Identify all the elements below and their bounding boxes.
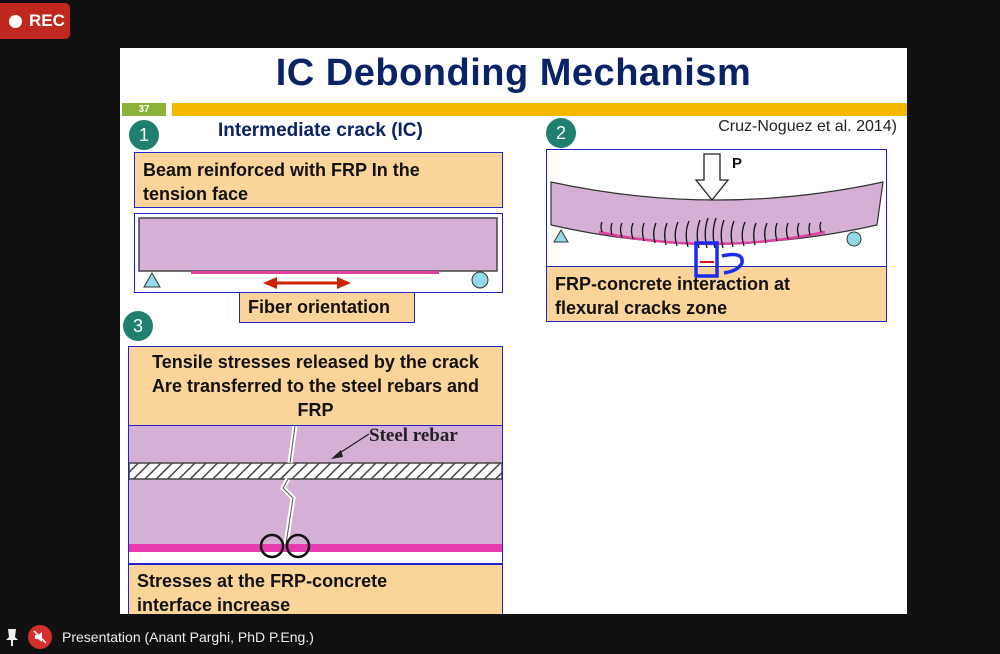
roller-support-icon [846,231,862,247]
presentation-slide: IC Debonding Mechanism 37 1 Intermediate… [120,48,907,614]
stress-concentration-circle [259,533,285,559]
muted-speaker-glyph [33,630,47,644]
beam-diagram-2: P [546,149,887,269]
flexural-cracks [600,217,822,249]
concrete-beam [138,217,498,272]
stress-concentration-circle [285,533,311,559]
fiber-orientation-label: Fiber orientation [239,292,415,323]
recording-indicator[interactable]: REC [0,3,70,39]
caption-line: Stresses at the FRP-concrete [137,571,388,591]
record-dot-icon [9,14,22,28]
load-label: P [732,155,742,172]
caption-line: FRP-concrete interaction at [555,274,791,294]
crack-outline [282,425,296,545]
caption-line: Are transferred to the steel rebars and [151,376,480,396]
caption-line: FRP [297,400,334,420]
caption-line: Tensile stresses released by the crack [152,352,479,372]
caption-beam-reinforced: Beam reinforced with FRP In the tension … [134,152,503,208]
frp-layer [129,544,502,552]
slide-title: IC Debonding Mechanism [275,52,752,94]
mic-muted-icon[interactable] [28,625,52,649]
load-arrow-icon [694,153,730,202]
slide-number: 37 [122,103,166,116]
caption-interface-stresses: Stresses at the FRP-concrete interface i… [128,564,503,614]
frp-strip [191,271,439,274]
section-number-3: 3 [123,311,153,341]
section-number-1: 1 [129,120,159,150]
caption-tensile-stresses: Tensile stresses released by the crack A… [128,346,503,426]
curved-arrow-annotation [721,252,744,275]
concrete-section [129,426,502,544]
annotation-highlight [694,241,744,278]
bent-beam-figure: P [550,153,884,249]
crack-detail-figure: Steel rebar [128,425,503,559]
pin-support-icon [143,271,161,288]
highlight-box-annotation [694,241,719,278]
steel-rebar [128,462,503,480]
beam-diagram-1 [134,213,503,293]
steel-rebar-label: Steel rebar [369,426,458,446]
pin-support-icon [553,229,569,243]
section-number-2: 2 [546,118,576,148]
section-heading: Intermediate crack (IC) [218,120,423,141]
pin-icon[interactable] [4,628,20,646]
caption-line: flexural cracks zone [555,298,728,318]
arrowhead-icon [331,450,343,459]
double-arrow-icon [263,277,351,289]
beam-figure [138,217,498,289]
citation: Cruz-Noguez et al. 2014) [718,118,897,135]
caption-line: interface increase [137,595,291,614]
recording-label: REC [29,11,65,30]
roller-support-icon [471,271,489,289]
caption-line: tension face [143,184,249,204]
presenter-name: Presentation (Anant Parghi, PhD P.Eng.) [62,629,314,645]
caption-line: Beam reinforced with FRP In the [143,160,420,180]
crack-detail-diagram: Steel rebar [128,425,503,564]
participant-bar: Presentation (Anant Parghi, PhD P.Eng.) [0,620,1000,654]
title-divider-bar [172,103,907,116]
